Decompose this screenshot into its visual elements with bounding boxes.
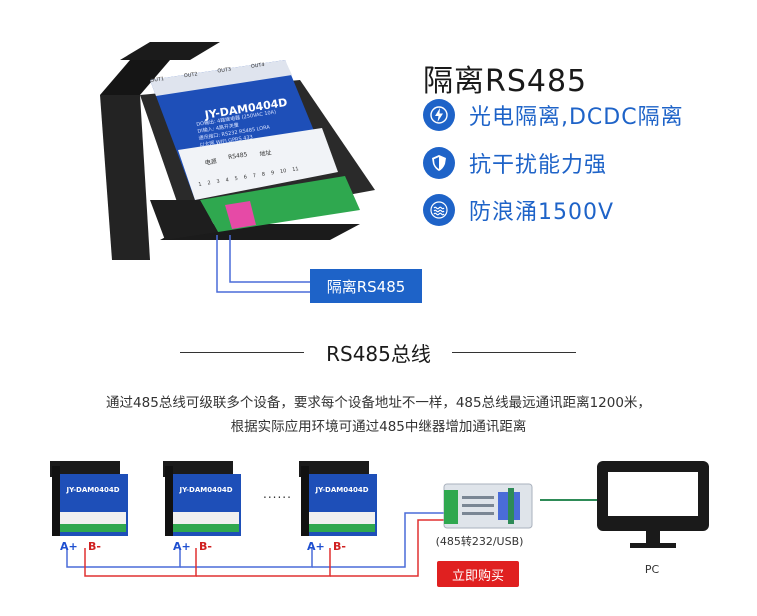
- bus-wire-a: [66, 548, 181, 568]
- feature-isolation: 光电隔离,DCDC隔离: [423, 98, 684, 132]
- divider-right: [452, 352, 576, 353]
- hero-terminal-label: 地址: [259, 149, 273, 159]
- bus-device-1: [50, 461, 128, 536]
- shield-icon: [423, 147, 455, 179]
- bus-wire-b: [84, 548, 197, 577]
- hero-terminal-number: 7: [252, 172, 257, 180]
- bus-description-line2: 根据实际应用环境可通过485中继器增加通讯距离: [230, 419, 527, 435]
- feature-surge: 防浪涌1500V: [423, 193, 614, 227]
- callout-wire-blue: [216, 235, 310, 293]
- lightning-icon: [423, 99, 455, 131]
- bus-device-model: JY-DAM0404D: [66, 486, 120, 494]
- bus-description-line1: 通过485总线可级联多个设备，要求每个设备地址不一样，485总线最远通讯距离12…: [106, 395, 651, 411]
- b-minus-label: B-: [333, 540, 346, 553]
- feature-label: 光电隔离,DCDC隔离: [469, 105, 684, 130]
- converter-label: (485转232/USB): [435, 535, 524, 548]
- bus-device-model: JY-DAM0404D: [315, 486, 369, 494]
- hero-terminal-number: 8: [261, 171, 266, 178]
- divider-left: [180, 352, 304, 353]
- buy-now-button[interactable]: 立即购买: [437, 561, 519, 587]
- callout-wire-blue-2: [229, 235, 310, 283]
- rs485-callout: 隔离RS485: [310, 269, 422, 303]
- hero-terminal-number: 10: [279, 168, 287, 175]
- feature-label: 抗干扰能力强: [469, 153, 608, 178]
- hero-terminal-number: 2: [207, 180, 212, 187]
- hero-terminal-number: 6: [243, 174, 248, 181]
- hero-terminal-number: 5: [234, 175, 239, 183]
- ellipsis: ......: [263, 487, 292, 501]
- hero-terminal-number: 9: [270, 170, 275, 177]
- hero-terminal-number: 11: [291, 166, 300, 174]
- converter-module: [443, 483, 533, 529]
- hero-terminal-number: 1: [198, 181, 203, 188]
- hero-terminal-number: 4: [225, 177, 230, 184]
- feature-label: 防浪涌1500V: [469, 200, 615, 225]
- hero-device: [100, 60, 375, 260]
- hero-terminal-label: 电源: [204, 158, 218, 167]
- bus-device-3: [299, 461, 377, 536]
- b-minus-label: B-: [88, 540, 101, 553]
- a-plus-label: A+: [173, 540, 191, 553]
- hero-terminal-number: 3: [216, 178, 221, 186]
- bus-device-model: JY-DAM0404D: [179, 486, 233, 494]
- a-plus-label: A+: [60, 540, 78, 553]
- bus-section-title: RS485总线: [326, 342, 431, 366]
- pc-monitor-icon: [597, 461, 709, 548]
- hero-title: 隔离RS485: [423, 64, 588, 99]
- a-plus-label: A+: [307, 540, 325, 553]
- feature-anti-interference: 抗干扰能力强: [423, 146, 607, 180]
- wave-icon: [423, 194, 455, 226]
- b-minus-label: B-: [199, 540, 212, 553]
- pc-label: PC: [644, 563, 660, 576]
- bus-device-2: [163, 461, 241, 536]
